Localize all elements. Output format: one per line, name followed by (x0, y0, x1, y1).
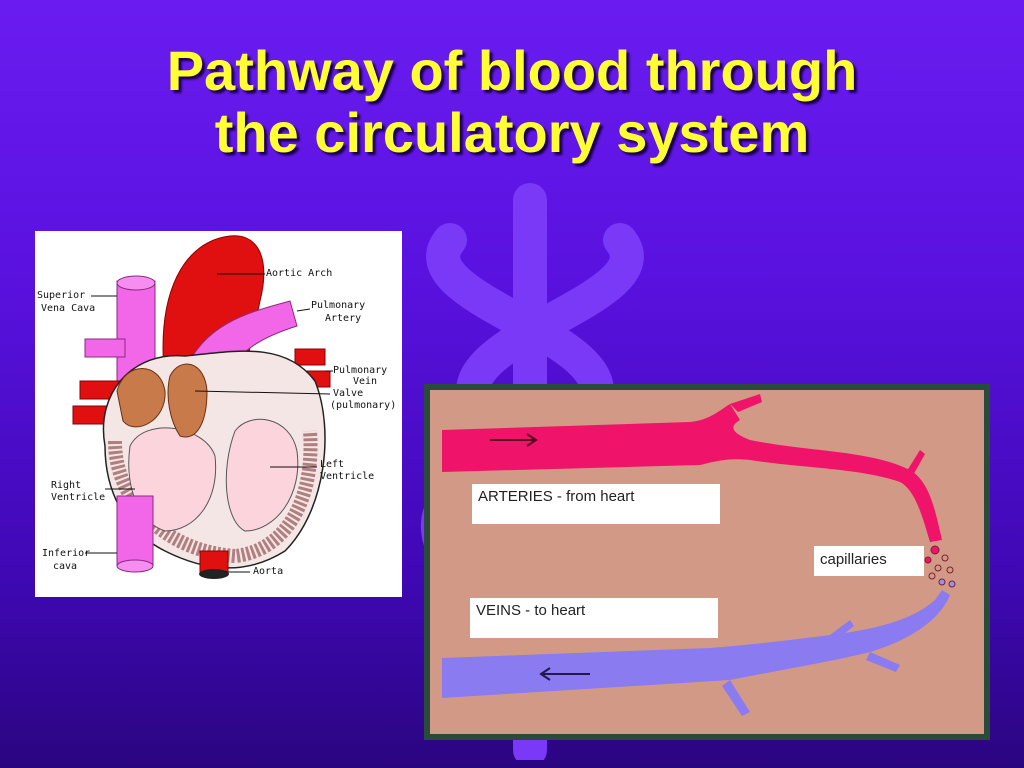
inferior-vena-cava (116, 495, 154, 567)
capillaries-label: capillaries (814, 546, 924, 576)
label-pulmonary-vein-2: Vein (353, 376, 378, 387)
label-cava: cava (53, 561, 78, 572)
label-pulmonary-vein-1: Pulmonary (333, 365, 388, 376)
heart-illustration (72, 235, 333, 579)
circulation-canvas: ARTERIES - from heart VEINS - to heart c… (430, 390, 984, 734)
circulation-diagram: ARTERIES - from heart VEINS - to heart c… (424, 384, 990, 740)
pulmonary-vein-right (294, 348, 326, 366)
capillary-bed (924, 545, 956, 588)
label-pulmonary-artery-1: Pulmonary (311, 300, 366, 311)
valve-center (167, 363, 208, 438)
label-left-ventricle-2: Ventricle (320, 471, 375, 482)
title-line-2: the circulatory system (214, 101, 810, 164)
label-left-ventricle-1: Left (320, 459, 345, 470)
label-superior: Superior (37, 290, 86, 301)
label-aortic-arch: Aortic Arch (266, 268, 333, 279)
arteries-label: ARTERIES - from heart (472, 484, 720, 524)
vein-arrow (539, 667, 590, 681)
label-aorta: Aorta (253, 566, 284, 577)
label-vena-cava: Vena Cava (41, 303, 96, 314)
left-ventricle (225, 418, 299, 532)
label-pulmonary-artery-2: Artery (325, 313, 362, 324)
title-line-1: Pathway of blood through (166, 39, 858, 102)
slide-title: Pathway of blood through the circulatory… (0, 40, 1024, 164)
label-valve-1: Valve (333, 388, 364, 399)
heart-diagram: Aortic Arch Superior Vena Cava Pulmonary… (35, 231, 402, 597)
artery-vessel (442, 404, 942, 542)
vein-vessel (442, 590, 950, 698)
valve-left (116, 368, 166, 428)
vessel-illustration (442, 394, 956, 716)
label-right-ventricle-2: Ventricle (51, 492, 106, 503)
label-valve-2: (pulmonary) (330, 400, 397, 411)
artery-arrow (490, 433, 538, 447)
label-inferior: Inferior (42, 548, 91, 559)
label-right-ventricle-1: Right (51, 480, 82, 491)
veins-label: VEINS - to heart (470, 598, 718, 638)
pulmonary-vein-left (84, 338, 126, 358)
